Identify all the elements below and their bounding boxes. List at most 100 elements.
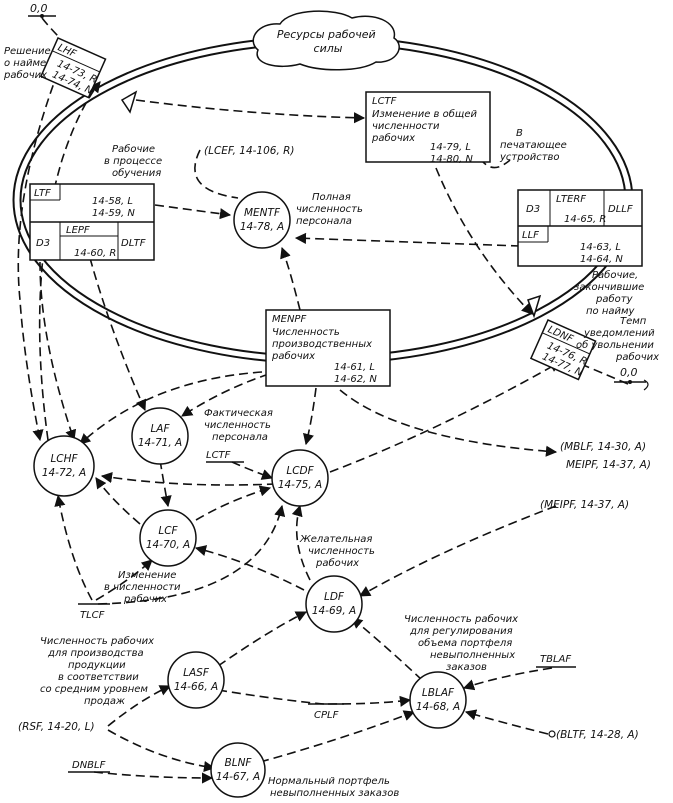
ldf-eq: 14-69, A <box>312 605 356 617</box>
tblaf-constant: TBLAF <box>536 654 576 668</box>
valve-left <box>120 90 138 114</box>
cloud-label-1: Ресурсы рабочей <box>277 28 376 41</box>
lterf-name: LTERF <box>556 194 586 205</box>
lctf-title3: рабочих <box>371 132 415 144</box>
backlog-staff-2: для регулирования <box>409 626 513 637</box>
lctf-constant-label: LCTF <box>206 450 231 461</box>
annotation-actual-staff: Фактическая численность персонала <box>204 408 276 443</box>
lctf-name: LCTF <box>372 96 397 107</box>
level-ldnf: LDNF 14-76, R 14-77, N <box>529 319 597 381</box>
ltf-d3: D3 <box>36 238 50 249</box>
in-training-3: обучения <box>112 167 161 179</box>
ref-mblf: (MBLF, 14-30, A) MEIPF, 14-37, A) <box>560 441 651 471</box>
annotation-backlog-staff: Численность рабочих для регулирования об… <box>404 613 521 673</box>
actual-staff-3: персонала <box>212 432 268 443</box>
menpf-name: MENPF <box>272 314 306 325</box>
finished-hire-3: работу <box>595 293 634 305</box>
ltf-eq2: 14-59, N <box>92 208 135 219</box>
notice-rate-2: уведомлений <box>583 328 655 339</box>
mentf-eq: 14-78, A <box>240 221 284 233</box>
lcdf-name: LCDF <box>286 465 314 477</box>
annotation-in-training: Рабочие в процессе обучения <box>104 143 165 179</box>
ref-bltf: (BLTF, 14-28, A) <box>556 729 639 741</box>
backlog-staff-3: объема портфеля <box>418 637 512 649</box>
laf-name: LAF <box>150 423 170 435</box>
origin-top: 0,0 <box>28 2 56 18</box>
lasf-eq: 14-66, A <box>174 681 218 693</box>
dllf-name: DLLF <box>608 204 633 215</box>
annotation-to-printer: В печатающее устройство <box>499 128 570 163</box>
lepf-eq: 14-60, R <box>74 248 116 259</box>
level-lterf: D3 LTERF 14-65, R DLLF LLF 14-63, L 14-6… <box>517 189 643 267</box>
actual-staff-2: численность <box>204 420 271 431</box>
finished-hire-4: по найму <box>586 306 636 317</box>
in-training-1: Рабочие <box>112 143 155 155</box>
annotation-normal-backlog: Нормальный портфель невыполненных заказо… <box>268 776 399 799</box>
lcf-name: LCF <box>158 525 178 537</box>
cplf-label: CPLF <box>314 710 339 721</box>
aux-laf: LAF 14-71, A <box>131 407 189 465</box>
notice-rate-3: об увольнении <box>576 339 654 351</box>
cplf-constant: CPLF <box>308 703 344 721</box>
change-2: в численности <box>104 582 181 593</box>
ldf-name: LDF <box>324 591 345 603</box>
backlog-staff-1: Численность рабочих <box>404 613 518 625</box>
total-staff-2: численность <box>296 204 363 215</box>
menpf-title3: рабочих <box>271 350 315 362</box>
menpf-title2: производственных <box>272 339 372 350</box>
blnf-name: BLNF <box>225 757 253 769</box>
finished-hire-1: Рабочие, <box>592 269 638 281</box>
lcf-eq: 14-70, A <box>146 539 190 551</box>
desired-2: численность <box>308 546 375 557</box>
aux-lblaf: LBLAF 14-68, A <box>409 671 467 729</box>
annotation-change: Изменение в численности рабочих <box>104 570 184 605</box>
normal-backlog-1: Нормальный портфель <box>268 776 390 787</box>
lblaf-eq: 14-68, A <box>416 701 460 713</box>
lchf-name: LCHF <box>50 453 78 465</box>
lctf-title2: численности <box>372 121 440 132</box>
cloud-label-2: силы <box>314 42 343 55</box>
prod-staff-2: для производства <box>47 648 144 659</box>
bltf-source <box>548 730 556 738</box>
lctf-eq1: 14-79, L <box>430 142 471 153</box>
ref-meipf: (MEIPF, 14-37, A) <box>540 499 629 511</box>
ltf-name: LTF <box>34 188 51 199</box>
menpf-eq2: 14-62, N <box>334 374 377 385</box>
actual-staff-1: Фактическая <box>204 408 273 419</box>
annotation-notice-rate: Темп уведомлений об увольнении рабочих <box>576 316 659 363</box>
lctf-eq2: 14-80, N <box>430 154 473 165</box>
prod-staff-4: в соответствии <box>58 672 139 683</box>
in-training-2: в процессе <box>104 156 162 167</box>
annotation-desired: Желательная численность рабочих <box>299 534 378 569</box>
info-links <box>17 17 629 784</box>
desired-3: рабочих <box>315 557 359 569</box>
menpf-title1: Численность <box>272 327 340 338</box>
svg-text:Ресурсы рабочей силы: Ресурсы рабочей силы <box>277 28 379 55</box>
lasf-name: LASF <box>183 667 210 679</box>
prod-staff-1: Численность рабочих <box>40 635 154 647</box>
lctf-constant: LCTF <box>206 450 244 463</box>
notice-rate-4: рабочих <box>615 351 659 363</box>
notice-rate-1: Темп <box>620 316 647 327</box>
lchf-eq: 14-72, A <box>42 467 86 479</box>
aux-ldf: LDF 14-69, A <box>305 575 363 633</box>
lctf-title1: Изменение в общей <box>372 108 477 120</box>
total-staff-1: Полная <box>312 192 351 203</box>
aux-lchf: LCHF 14-72, A <box>33 435 95 497</box>
ltf-eq1: 14-58, L <box>92 196 133 207</box>
backlog-staff-5: заказов <box>446 662 487 673</box>
annotation-total-staff: Полная численность персонала <box>296 192 366 227</box>
blnf-eq: 14-67, A <box>216 771 260 783</box>
tlcf-constant: TLCF <box>78 603 110 621</box>
laf-eq: 14-71, A <box>138 437 182 449</box>
backlog-staff-4: невыполненных <box>430 650 515 661</box>
aux-lasf: LASF 14-66, A <box>167 651 225 709</box>
lepf-name: LEPF <box>66 225 90 236</box>
llf-eq1: 14-63, L <box>580 242 621 253</box>
ref-mblf-line2: MEIPF, 14-37, A) <box>566 459 651 471</box>
total-staff-3: персонала <box>296 216 352 227</box>
annotation-hire-decision: Решение о найме рабочих <box>3 46 54 81</box>
prod-staff-5: со средним уровнем <box>40 684 148 695</box>
lcdf-eq: 14-75, A <box>278 479 322 491</box>
dnblf-constant: DNBLF <box>68 760 110 773</box>
